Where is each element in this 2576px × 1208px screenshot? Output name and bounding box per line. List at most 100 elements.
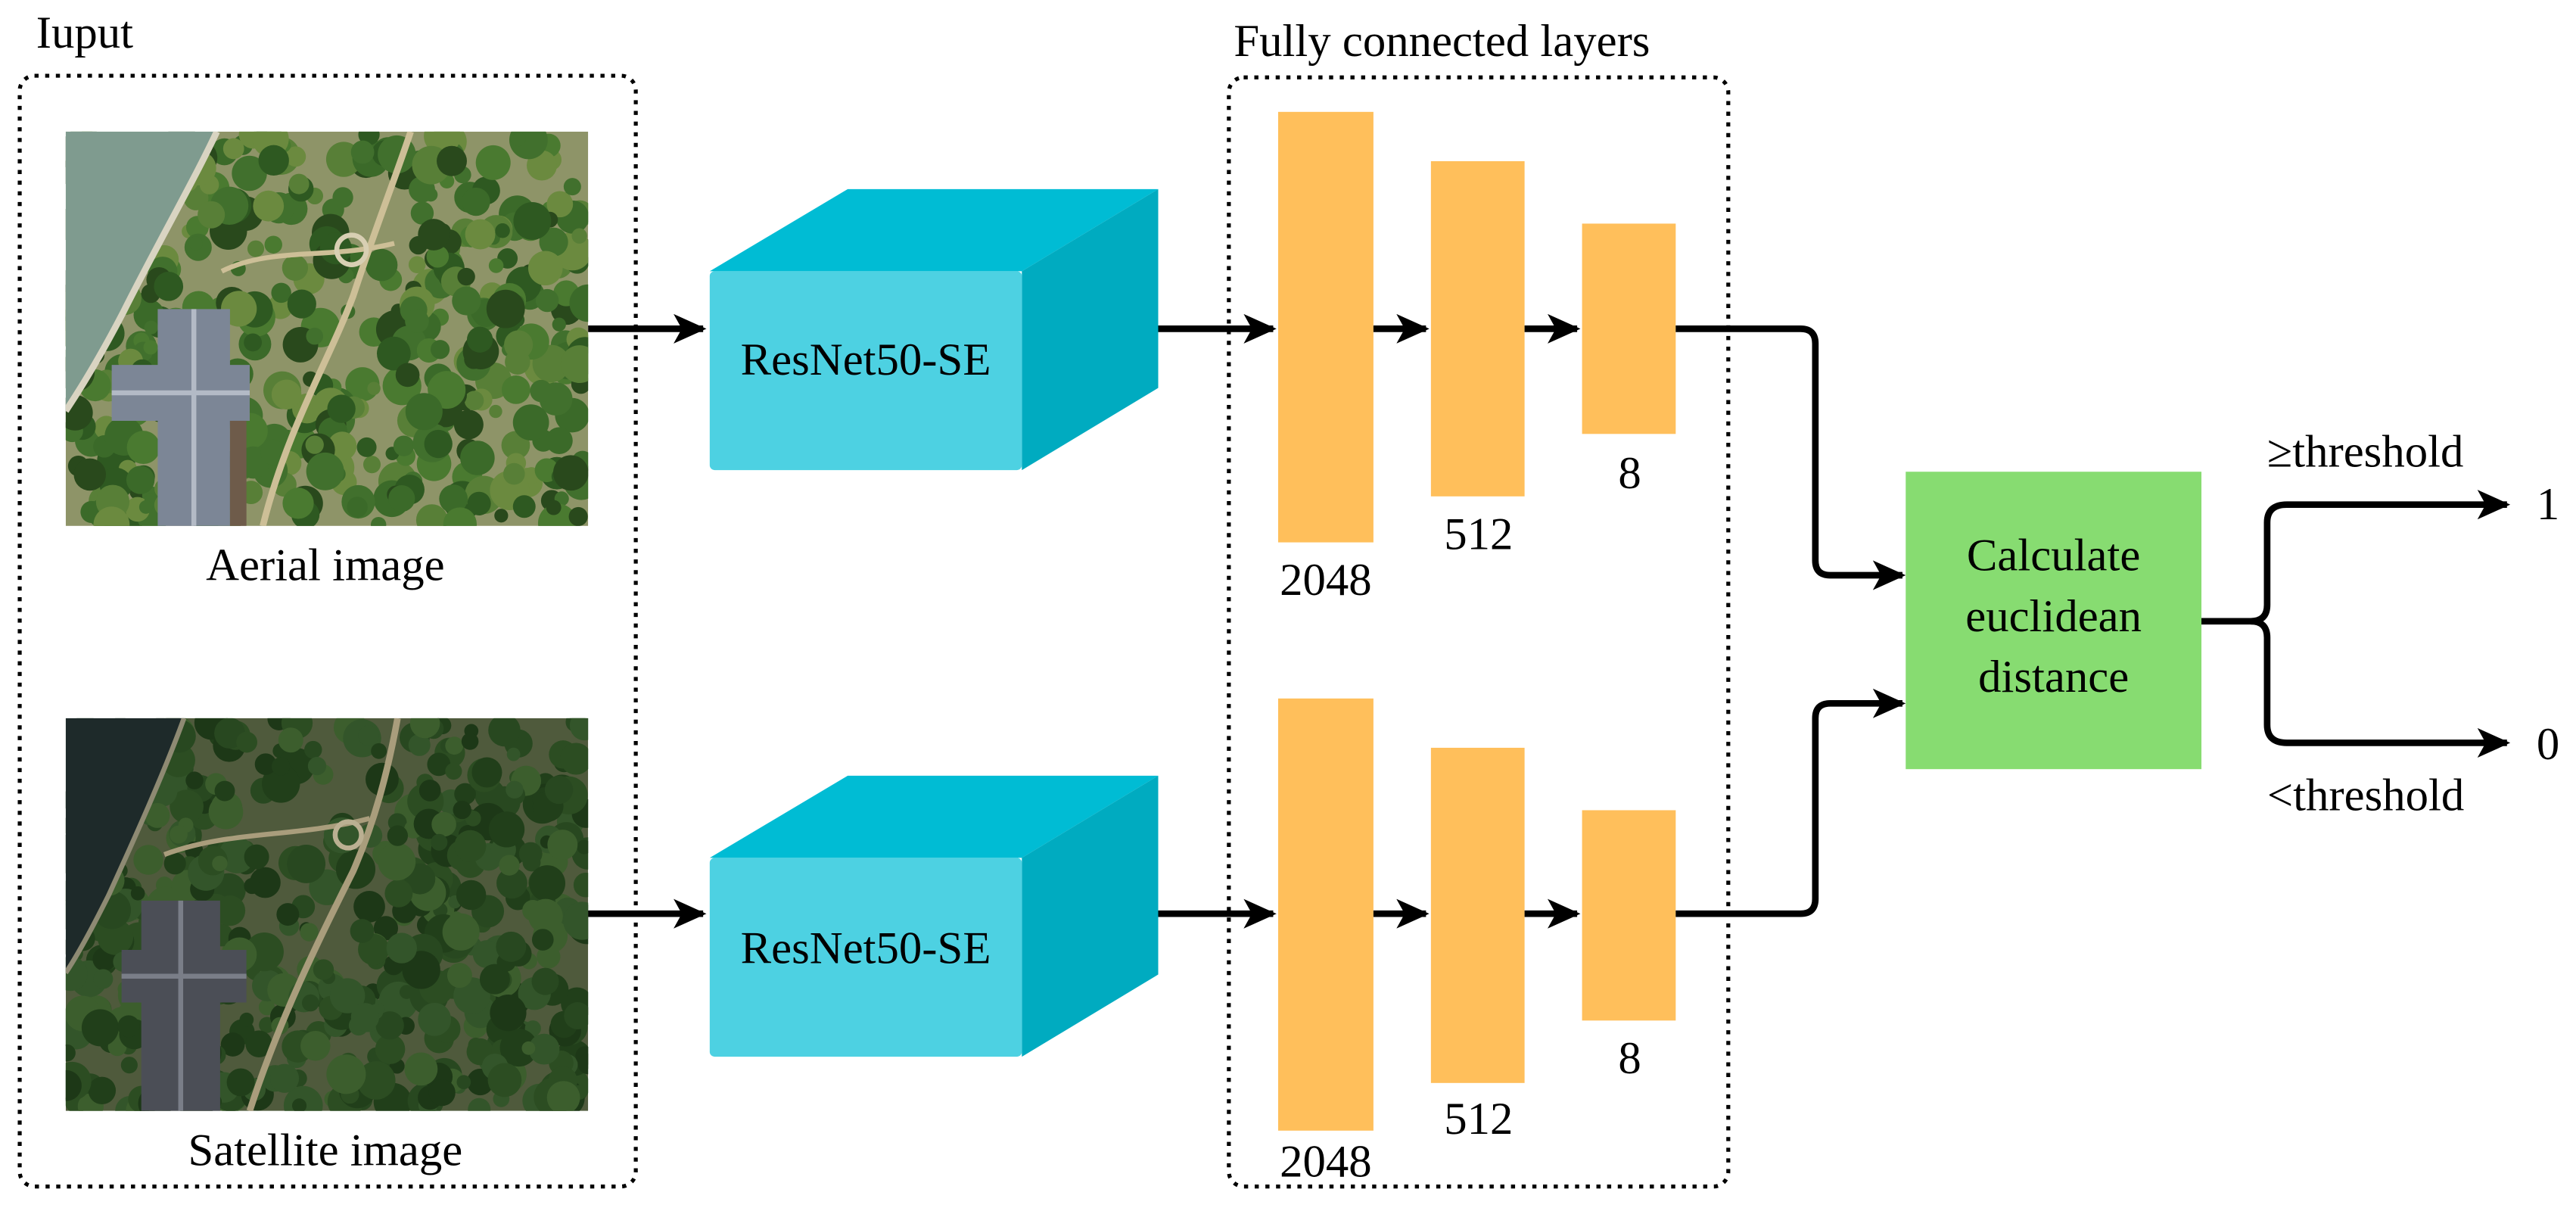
backbone-lower-top-face	[709, 775, 1159, 858]
tree-blob	[350, 140, 375, 164]
tree-blob	[564, 1002, 589, 1030]
tree-blob	[282, 254, 309, 281]
tree-blob	[370, 516, 387, 526]
fc-lower-layer-3	[1582, 810, 1676, 1021]
distance-box	[1906, 472, 2202, 770]
tree-blob	[143, 340, 158, 355]
tree-blob	[163, 852, 186, 875]
aerial-image	[65, 131, 589, 526]
aerial-plaza	[334, 232, 369, 267]
tree-blob	[244, 877, 260, 895]
tree-blob	[120, 1057, 138, 1074]
distance-label-line-1: Calculate	[1967, 530, 2140, 581]
tree-blob	[405, 393, 443, 431]
tree-blob	[313, 959, 334, 980]
output-upper-condition: ≥threshold	[2267, 427, 2464, 478]
tree-blob	[569, 284, 589, 322]
fc-upper-layer-2	[1430, 160, 1525, 497]
tree-blob	[185, 771, 204, 789]
tree-blob	[552, 455, 589, 491]
tree-blob	[350, 1003, 380, 1032]
tree-blob	[499, 855, 520, 876]
tree-blob	[529, 865, 566, 901]
tree-blob	[253, 190, 285, 222]
tree-blob	[452, 286, 481, 316]
tree-blob	[479, 964, 510, 995]
fc-group-label: Fully connected layers	[1234, 16, 1650, 67]
tree-blob	[486, 289, 525, 328]
tree-blob	[93, 506, 130, 526]
aerial-shoreline	[65, 131, 220, 413]
tree-blob	[287, 845, 326, 883]
satellite-shoreline	[65, 718, 187, 975]
satellite-path	[246, 718, 401, 1111]
tree-blob	[170, 825, 188, 844]
satellite-image	[65, 718, 589, 1111]
tree-blob	[418, 1002, 452, 1036]
tree-blob	[560, 345, 589, 384]
tree-blob	[573, 872, 589, 898]
tree-blob	[244, 844, 269, 870]
tree-blob	[258, 999, 275, 1016]
aerial-path	[220, 241, 395, 274]
tree-blob	[430, 340, 450, 360]
tree-blob	[188, 236, 203, 251]
tree-blob	[512, 132, 526, 147]
tree-blob	[365, 248, 398, 282]
tree-blob	[393, 435, 415, 456]
tree-blob	[467, 491, 491, 515]
tree-blob	[282, 487, 314, 519]
tree-blob	[531, 967, 559, 995]
tree-blob	[456, 880, 487, 911]
tree-blob	[546, 191, 574, 218]
tree-blob	[409, 718, 440, 739]
tree-blob	[254, 753, 277, 775]
tree-blob	[350, 919, 375, 943]
tree-blob	[260, 439, 286, 465]
aerial-path	[260, 131, 414, 526]
tree-blob	[528, 898, 563, 934]
tree-blob	[386, 932, 417, 964]
tree-blob	[577, 839, 589, 855]
distance-label-line-2: euclidean	[1965, 591, 2142, 642]
tree-blob	[170, 789, 204, 824]
tree-blob	[264, 235, 282, 254]
tree-blob	[454, 830, 487, 862]
arrow-output-positive	[2201, 490, 2511, 625]
tree-blob	[378, 842, 416, 881]
tree-blob	[502, 462, 525, 485]
tree-blob	[568, 506, 588, 526]
tree-blob	[443, 507, 477, 526]
tree-blob	[291, 1098, 307, 1111]
tree-blob	[117, 1015, 140, 1038]
fc-upper-layer-2-label: 512	[1444, 509, 1513, 559]
backbone-upper: ResNet50-SE	[709, 188, 1159, 471]
tree-blob	[496, 867, 527, 899]
backbone-upper-front-face	[709, 271, 1022, 471]
tree-blob	[563, 901, 589, 940]
satellite-building	[121, 900, 247, 1111]
tree-blob	[404, 1052, 438, 1086]
tree-blob	[395, 363, 420, 388]
tree-blob	[513, 201, 552, 240]
tree-blob	[367, 381, 381, 395]
tree-blob	[408, 733, 431, 756]
tree-blob	[496, 931, 527, 962]
backbone-lower-front-face	[709, 858, 1022, 1057]
tree-blob	[527, 251, 563, 286]
tree-blob	[271, 757, 291, 776]
tree-blob	[494, 509, 509, 523]
tree-blob	[569, 718, 589, 741]
arrow-output-negative	[2250, 618, 2511, 758]
tree-blob	[488, 718, 521, 747]
tree-blob	[198, 201, 226, 229]
tree-blob	[571, 228, 587, 244]
backbone-lower: ResNet50-SE	[709, 775, 1159, 1057]
tree-blob	[65, 1069, 82, 1101]
tree-blob	[453, 800, 471, 820]
aerial-building-wall	[229, 420, 247, 526]
tree-blob	[546, 500, 562, 515]
tree-blob	[439, 484, 468, 513]
tree-blob	[388, 485, 415, 512]
tree-blob	[375, 1011, 404, 1040]
